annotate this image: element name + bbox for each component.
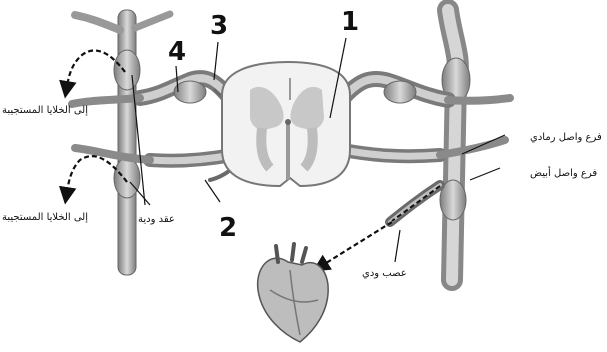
arrow-to-heart [318,222,392,268]
label-ganglia: عقد ودية [138,214,175,225]
left-ganglion-upper [114,50,140,90]
left-sympathetic-chain [75,10,170,275]
label-number-3: 3 [210,11,228,41]
central-canal [285,119,291,125]
label-number-4: 4 [168,37,186,67]
heart-illustration [258,244,329,342]
label-gray-ramus: فرع واصل رمادي [530,132,602,143]
splanchnic-nerve [318,185,440,268]
label-number-1: 1 [341,7,359,37]
dorsal-root-ganglion-left [174,81,206,103]
label-white-ramus: فرع واصل أبيض [530,166,597,179]
right-sympathetic-chain [440,10,470,280]
label-number-2: 2 [219,213,237,243]
label-effector-cells-bottom: إلى الخلايا المستجيبة [2,212,88,223]
label-effector-cells-top: إلى الخلايا المستجيبة [2,105,88,116]
dorsal-root-ganglion-right [384,81,416,103]
spinal-cord-cross-section [222,62,350,186]
left-ganglion-lower [114,158,140,198]
right-spinal-nerves [343,79,510,156]
label-splanchnic-nerve: عصب ودي [362,268,407,279]
